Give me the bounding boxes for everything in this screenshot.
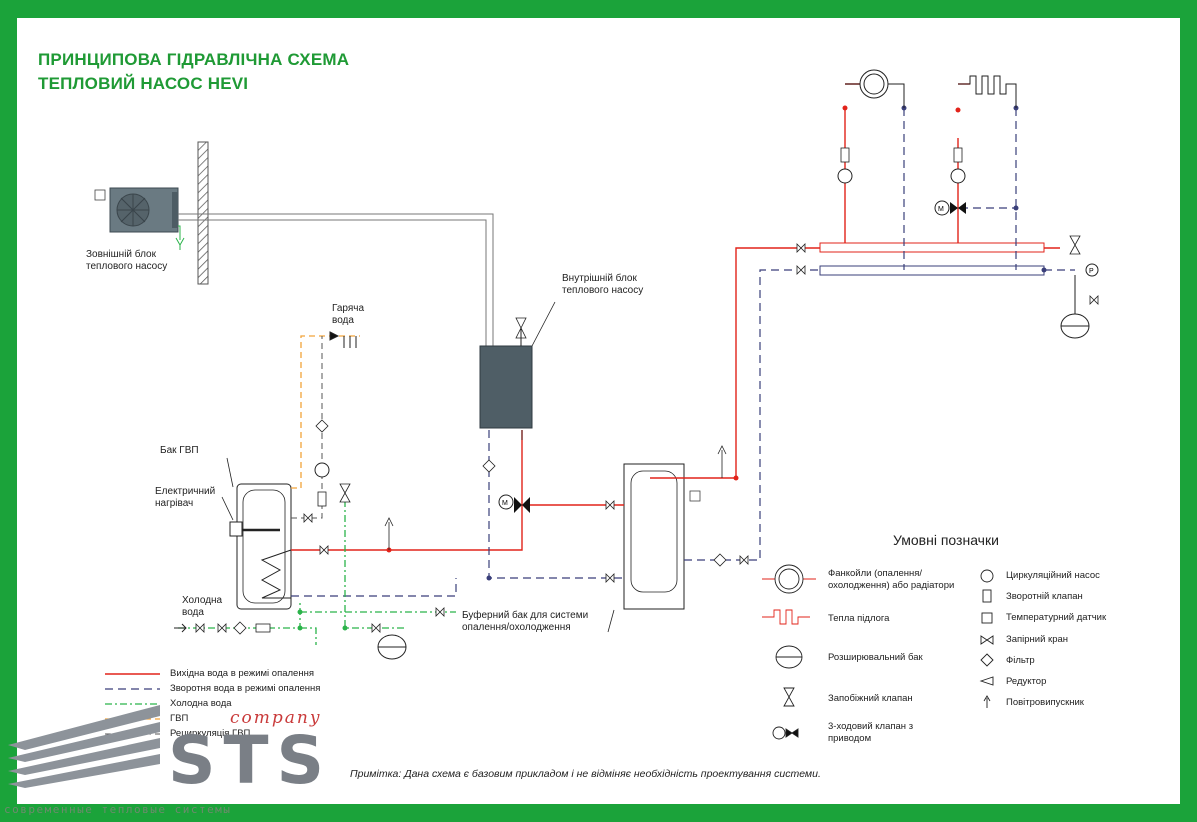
diagram-title-line1: ПРИНЦИПОВА ГІДРАВЛІЧНА СХЕМА: [38, 50, 350, 69]
legend-pump: Циркуляційний насос: [1006, 570, 1100, 581]
line-legend-cold-water: Холодна вода: [170, 698, 232, 709]
diagram-canvas: [17, 18, 1180, 804]
legend-fancoil: Фанкойли (опалення/ охолодження) або рад…: [828, 568, 955, 591]
check-valves: [255, 147, 963, 633]
footnote: Примітка: Дана схема є базовим прикладом…: [350, 768, 821, 780]
legend-floor-heating: Тепла підлога: [828, 613, 890, 624]
logo-swoosh: [8, 705, 160, 788]
supply-header: [819, 242, 1045, 253]
line-legend-recirculation: Рециркуляція ГВП: [170, 728, 251, 739]
svg-text:M: M: [938, 206, 944, 213]
shutoff-valves: [195, 243, 1099, 633]
logo-brand: STS: [168, 722, 333, 799]
indoor-unit: [479, 301, 556, 429]
line-legend-dhw: ГВП: [170, 713, 189, 724]
legend-safety-valve: Запобіжний клапан: [828, 693, 913, 704]
filters: [233, 419, 727, 635]
three-way-valves: M M: [498, 200, 966, 513]
symbol-legend-icons: [762, 564, 994, 740]
legend-temp-sensor: Температурний датчик: [1006, 612, 1107, 623]
legend-check-valve: Зворотній клапан: [1006, 591, 1083, 602]
buffer-tank: [607, 463, 701, 633]
legend-reducer: Редуктор: [1006, 676, 1047, 687]
safety-valves: [339, 235, 1081, 503]
diagram-title-line2: ТЕПЛОВИЙ НАСОС HEVI: [38, 74, 249, 93]
line-legend-heating-out: Вихідна вода в режимі опалення: [170, 668, 314, 679]
expansion-tanks: P: [377, 263, 1099, 660]
outdoor-unit: [94, 187, 185, 250]
floor-heating-coil: [958, 75, 1017, 108]
dhw-tank-label: Бак ГВП: [160, 445, 199, 456]
logo-tagline: современные тепловые системы: [4, 803, 232, 816]
svg-text:P: P: [1089, 268, 1094, 275]
fancoil: [845, 69, 905, 108]
legend-shutoff-valve: Запірний кран: [1006, 634, 1069, 645]
line-legend-heating-return: Зворотня вода в режимі опалення: [170, 683, 321, 694]
wall: [197, 141, 209, 285]
return-header: [819, 265, 1045, 276]
logo-company-text: company: [230, 708, 322, 728]
symbol-legend-title: Умовні позначки: [893, 532, 999, 548]
recirculation-lines: [291, 336, 323, 519]
air-vents: [384, 430, 727, 550]
legend-three-way-valve: 3-ходовий клапан з приводом: [828, 721, 914, 744]
cold-water-lines: [178, 500, 456, 645]
legend-filter: Фільтр: [1006, 655, 1035, 666]
dhw-tank: [221, 457, 292, 610]
circulation-pumps: [314, 168, 966, 478]
svg-text:M: M: [502, 500, 508, 507]
hot-water-tap: [174, 331, 357, 633]
legend-expansion-tank: Розширювальний бак: [828, 652, 923, 663]
legend-air-vent: Повітровипускник: [1006, 697, 1084, 708]
